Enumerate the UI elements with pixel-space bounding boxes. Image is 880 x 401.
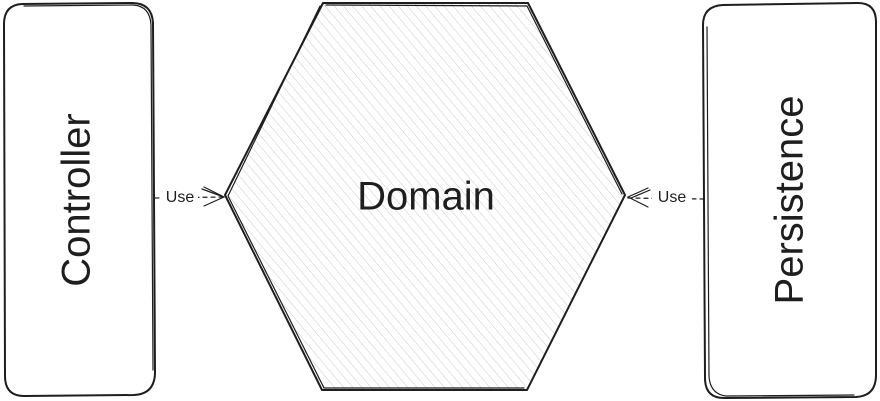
edge-label-use-left: Use <box>166 189 195 206</box>
persistence-label: Persistence <box>768 96 812 305</box>
controller-box: Controller <box>3 2 156 397</box>
arrowhead-right-icon <box>203 186 226 207</box>
edge-persistence-to-domain: Use <box>626 187 704 208</box>
edge-label-use-right: Use <box>658 189 687 206</box>
persistence-box: Persistence <box>702 2 877 399</box>
arrowhead-left-icon <box>626 187 649 208</box>
domain-hexagon: Domain <box>224 2 626 391</box>
domain-label: Domain <box>357 175 495 219</box>
controller-label: Controller <box>55 113 99 286</box>
edge-controller-to-domain: Use <box>154 186 226 208</box>
